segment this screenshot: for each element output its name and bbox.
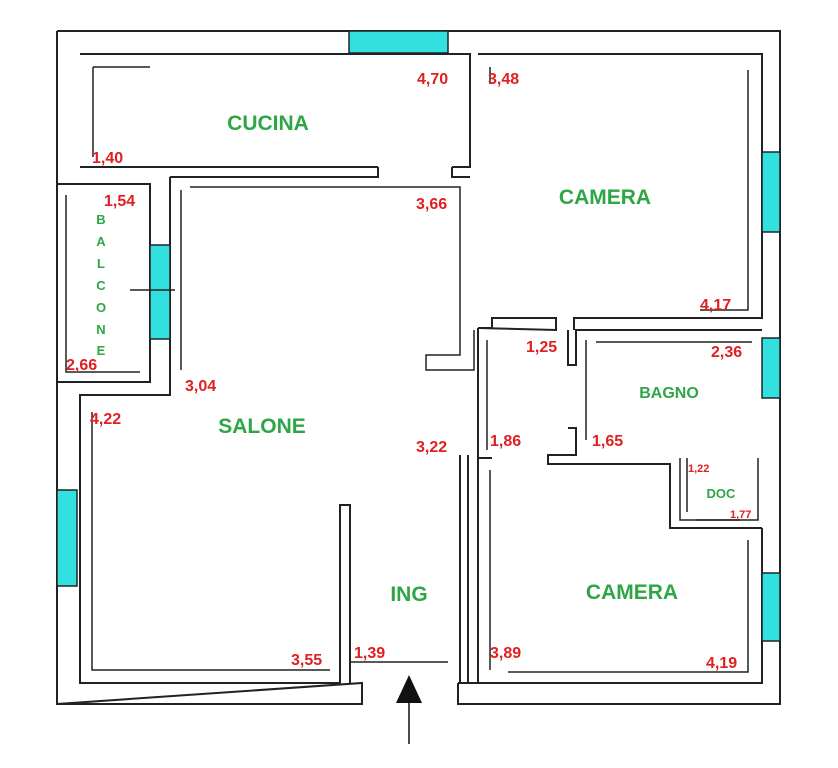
- room-label-balcone: B A L C O N E: [96, 212, 106, 358]
- room-label-bagno: BAGNO: [639, 385, 699, 402]
- room-label-camera-bottom: CAMERA: [586, 581, 678, 604]
- room-label-salone: SALONE: [218, 415, 306, 438]
- room-label-ing: ING: [390, 583, 427, 606]
- dim-salone-depth: 4,22: [90, 411, 121, 428]
- entrance-walls: [350, 455, 469, 683]
- balcone-letter: A: [96, 234, 106, 249]
- balcone-letter: B: [96, 212, 105, 227]
- room-label-camera-top: CAMERA: [559, 186, 651, 209]
- window-balcony: [149, 244, 171, 340]
- dim-bagno-depth: 1,65: [592, 433, 623, 450]
- dim-balcone-depth: 2,66: [66, 357, 97, 374]
- kitchen-walls: [80, 53, 471, 178]
- balcone-letter: E: [97, 343, 106, 358]
- dim-balcone-width: 1,54: [104, 193, 135, 210]
- room-label-cucina: CUCINA: [227, 112, 309, 135]
- window-top: [348, 30, 449, 54]
- dim-bagno-width: 2,36: [711, 344, 742, 361]
- balcone-letter: C: [96, 278, 106, 293]
- balcone-letter: N: [96, 322, 105, 337]
- dim-ing-depth: 3,22: [416, 439, 447, 456]
- balcone-letter: O: [96, 300, 106, 315]
- dim-camera-top-width: 3,48: [488, 71, 519, 88]
- window-right-3: [761, 572, 781, 642]
- dim-salone-mid: 3,04: [185, 378, 216, 395]
- window-left: [56, 489, 78, 587]
- arrow-up-icon: [396, 675, 422, 744]
- dim-corridor-depth: 1,86: [490, 433, 521, 450]
- dim-salone-top: 3,66: [416, 196, 447, 213]
- dim-doc-depth: 1,77: [730, 509, 751, 521]
- dim-salone-width: 3,55: [291, 652, 322, 669]
- dim-camera-top-depth: 4,17: [700, 297, 731, 314]
- dim-corridor-width: 1,25: [526, 339, 557, 356]
- bathroom-walls: [477, 327, 762, 529]
- dim-camera-bottom-depth: 4,19: [706, 655, 737, 672]
- room-label-doc: DOC: [707, 486, 737, 501]
- window-right-2: [761, 337, 781, 399]
- dim-camera-bottom-width: 3,89: [490, 645, 521, 662]
- dim-cucina-depth: 1,40: [92, 150, 123, 167]
- dim-ing-width: 1,39: [354, 645, 385, 662]
- balcone-letter: L: [97, 256, 105, 271]
- dim-cucina-width: 4,70: [417, 71, 448, 88]
- salone-walls: [79, 177, 475, 684]
- dim-doc-width: 1,22: [688, 463, 709, 475]
- windows: [56, 30, 781, 642]
- window-right-1: [761, 151, 781, 233]
